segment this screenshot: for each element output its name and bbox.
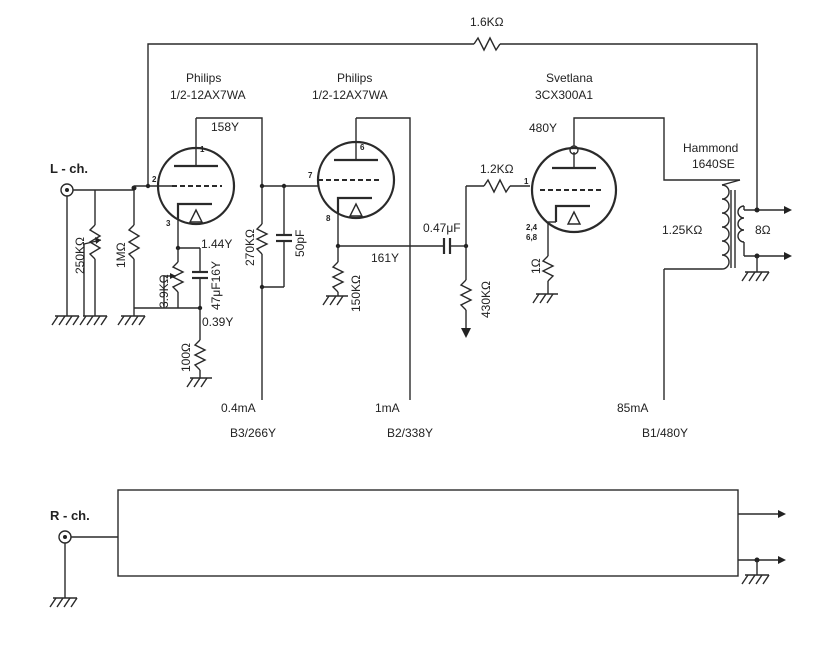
supply-label-1: B3/266Y	[230, 426, 276, 440]
cathode-bottom-label: 100Ω	[179, 343, 193, 372]
tube3-pin-filament: 2,4	[526, 223, 538, 232]
supply-current-3: 85mA	[617, 401, 648, 415]
volume-pot-label: 250KΩ	[73, 237, 87, 274]
tube1-maker: Philips	[186, 71, 221, 85]
stage1-plate-network: 270KΩ 50pF	[243, 183, 318, 400]
tube2-type: 1/2-12AX7WA	[312, 88, 388, 102]
grid-leak-resistor: 1MΩ	[114, 190, 141, 316]
tube3-envelope	[530, 146, 618, 234]
ground-icon	[322, 295, 348, 306]
tube1-plate-voltage: 158Y	[211, 120, 239, 134]
tube1-cathode-voltage: 1.44Y	[201, 237, 232, 251]
tube3: Svetlana 3CX300A1 480Y 1 2,4 6,8 1Ω	[524, 71, 740, 304]
transformer-primary: 1.25KΩ	[662, 223, 702, 237]
transformer-brand: Hammond	[683, 141, 738, 155]
output-transformer: Hammond 1640SE 1.25KΩ 8Ω	[662, 141, 792, 400]
grid-leak-3-label: 430KΩ	[479, 281, 493, 318]
feedback-resistor-label: 1.6KΩ	[470, 15, 504, 29]
cathode-pot-label: 3.9KΩ	[157, 274, 171, 308]
tube1-type: 1/2-12AX7WA	[170, 88, 246, 102]
plate-load-1-label: 270KΩ	[243, 229, 257, 266]
ground-icon	[49, 597, 78, 608]
tube3-maker: Svetlana	[546, 71, 593, 85]
coupling-cap-label: 0.47μF	[423, 221, 461, 235]
supply-current-1: 0.4mA	[221, 401, 256, 415]
cathode-cap-label: 47μF16Y	[209, 261, 223, 310]
tube1: Philips 1/2-12AX7WA 158Y 1 2 3 1.44Y	[134, 71, 263, 251]
tube1-pin-grid: 2	[152, 175, 157, 184]
tube1-pin-cathode: 3	[166, 219, 171, 228]
ground-icon	[532, 293, 558, 304]
lch-input-section: L - ch. 250KΩ 1MΩ	[50, 161, 146, 326]
tube2-pin-grid: 7	[308, 171, 313, 180]
tube1-pin-plate: 1	[200, 145, 205, 154]
ground-icon	[79, 315, 108, 326]
tube3-pin-filament-2: 6,8	[526, 233, 538, 242]
feedback-loop: 1.6KΩ	[147, 15, 758, 210]
cathode-res-2-label: 150KΩ	[349, 275, 363, 312]
grid-stopper-label: 1.2KΩ	[480, 162, 514, 176]
shunt-cap-label: 50pF	[293, 230, 307, 257]
supply-label-2: B2/338Y	[387, 426, 433, 440]
ground-icon	[741, 271, 770, 282]
supply-rails: 0.4mA B3/266Y 1mA B2/338Y 85mA B1/480Y	[221, 401, 688, 440]
ground-icon	[117, 315, 146, 326]
lch-label: L - ch.	[50, 161, 88, 176]
tube2-maker: Philips	[337, 71, 372, 85]
transformer-secondary: 8Ω	[755, 223, 771, 237]
tube2-pin-cathode: 8	[326, 214, 331, 223]
grid-leak-label: 1MΩ	[114, 242, 128, 268]
tube3-plate-voltage: 480Y	[529, 121, 557, 135]
supply-label-3: B1/480Y	[642, 426, 688, 440]
tube2: Philips 1/2-12AX7WA 6 7 8	[308, 71, 411, 400]
tube1-cathode-network: 3.9KΩ 47μF16Y 0.39Y 100Ω	[134, 245, 233, 388]
tube2-cathode-voltage: 161Y	[371, 251, 399, 265]
ground-icon	[51, 315, 80, 326]
tube2-cathode-network: 161Y 150KΩ 0.47μF 430KΩ 1.2KΩ	[322, 162, 530, 338]
volume-potentiometer: 250KΩ	[73, 190, 102, 316]
ground-icon	[741, 574, 770, 585]
tube3-type: 3CX300A1	[535, 88, 593, 102]
filament-res-label: 1Ω	[529, 258, 543, 274]
rch-section: R - ch.	[49, 489, 786, 608]
cathode-node-voltage: 0.39Y	[202, 315, 233, 329]
transformer-model: 1640SE	[692, 157, 735, 171]
tube3-pin-grid: 1	[524, 177, 529, 186]
supply-current-2: 1mA	[375, 401, 400, 415]
ground-icon	[186, 377, 212, 388]
rch-label: R - ch.	[50, 508, 90, 523]
rch-amplifier-block	[117, 489, 739, 577]
tube2-pin-plate: 6	[360, 143, 365, 152]
